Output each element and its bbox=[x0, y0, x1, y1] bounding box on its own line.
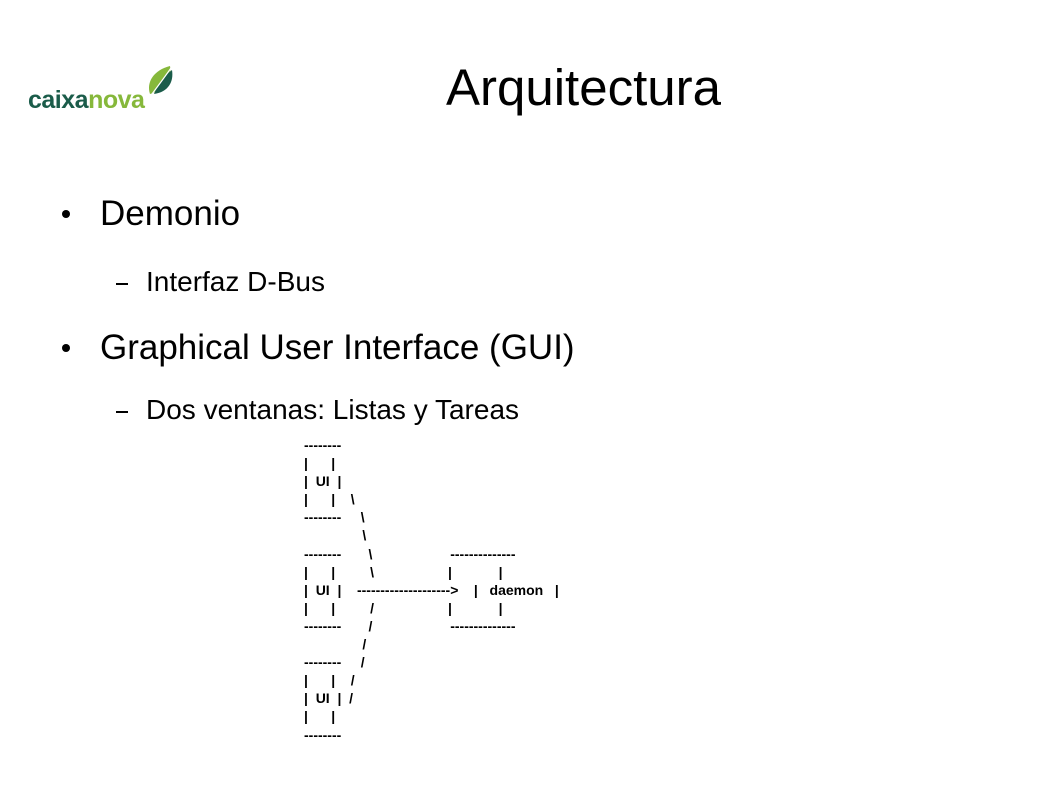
architecture-ascii-diagram: --------| || UI || | \-------- \ \------… bbox=[304, 436, 559, 744]
diagram-line: | UI | bbox=[304, 473, 342, 490]
slide-title: Arquitectura bbox=[446, 59, 721, 116]
diagram-line: | | bbox=[304, 708, 336, 725]
diagram-line: -------- bbox=[304, 726, 342, 743]
logo-wordmark: caixanova bbox=[28, 86, 145, 115]
logo-wordmark-part2: nova bbox=[88, 86, 145, 114]
bullet-label: Graphical User Interface (GUI) bbox=[100, 328, 575, 367]
diagram-line: | | \ | | bbox=[304, 563, 503, 580]
caixanova-leaf-icon bbox=[148, 66, 173, 95]
diagram-line: \ bbox=[304, 527, 367, 544]
diagram-line: / bbox=[304, 636, 367, 653]
diagram-line: -------- bbox=[304, 437, 342, 453]
sub-bullet-label: Dos ventanas: Listas y Tareas bbox=[146, 394, 520, 425]
sub-bullet-dash-icon bbox=[116, 283, 128, 285]
diagram-line: | | \ bbox=[304, 491, 355, 508]
diagram-line: | | / bbox=[304, 672, 355, 689]
bullet-dot-icon bbox=[62, 344, 70, 352]
diagram-line: | UI | --------------------> | daemon | bbox=[304, 581, 559, 598]
sub-bullet-dash-icon bbox=[116, 411, 128, 413]
sub-bullet-label: Interfaz D-Bus bbox=[146, 266, 325, 297]
bullet-label: Demonio bbox=[100, 194, 241, 233]
diagram-line: -------- \ -------------- bbox=[304, 545, 516, 562]
caixanova-logo: caixanova bbox=[24, 64, 180, 120]
diagram-line: -------- / -------------- bbox=[304, 617, 516, 634]
diagram-line: | | bbox=[304, 455, 336, 472]
diagram-line: -------- / bbox=[304, 654, 365, 671]
logo-wordmark-part1: caixa bbox=[28, 86, 89, 114]
diagram-line: | | / | | bbox=[304, 599, 503, 616]
bullet-dot-icon bbox=[62, 210, 70, 218]
diagram-line: -------- \ bbox=[304, 509, 365, 526]
diagram-line: | UI | / bbox=[304, 690, 354, 707]
